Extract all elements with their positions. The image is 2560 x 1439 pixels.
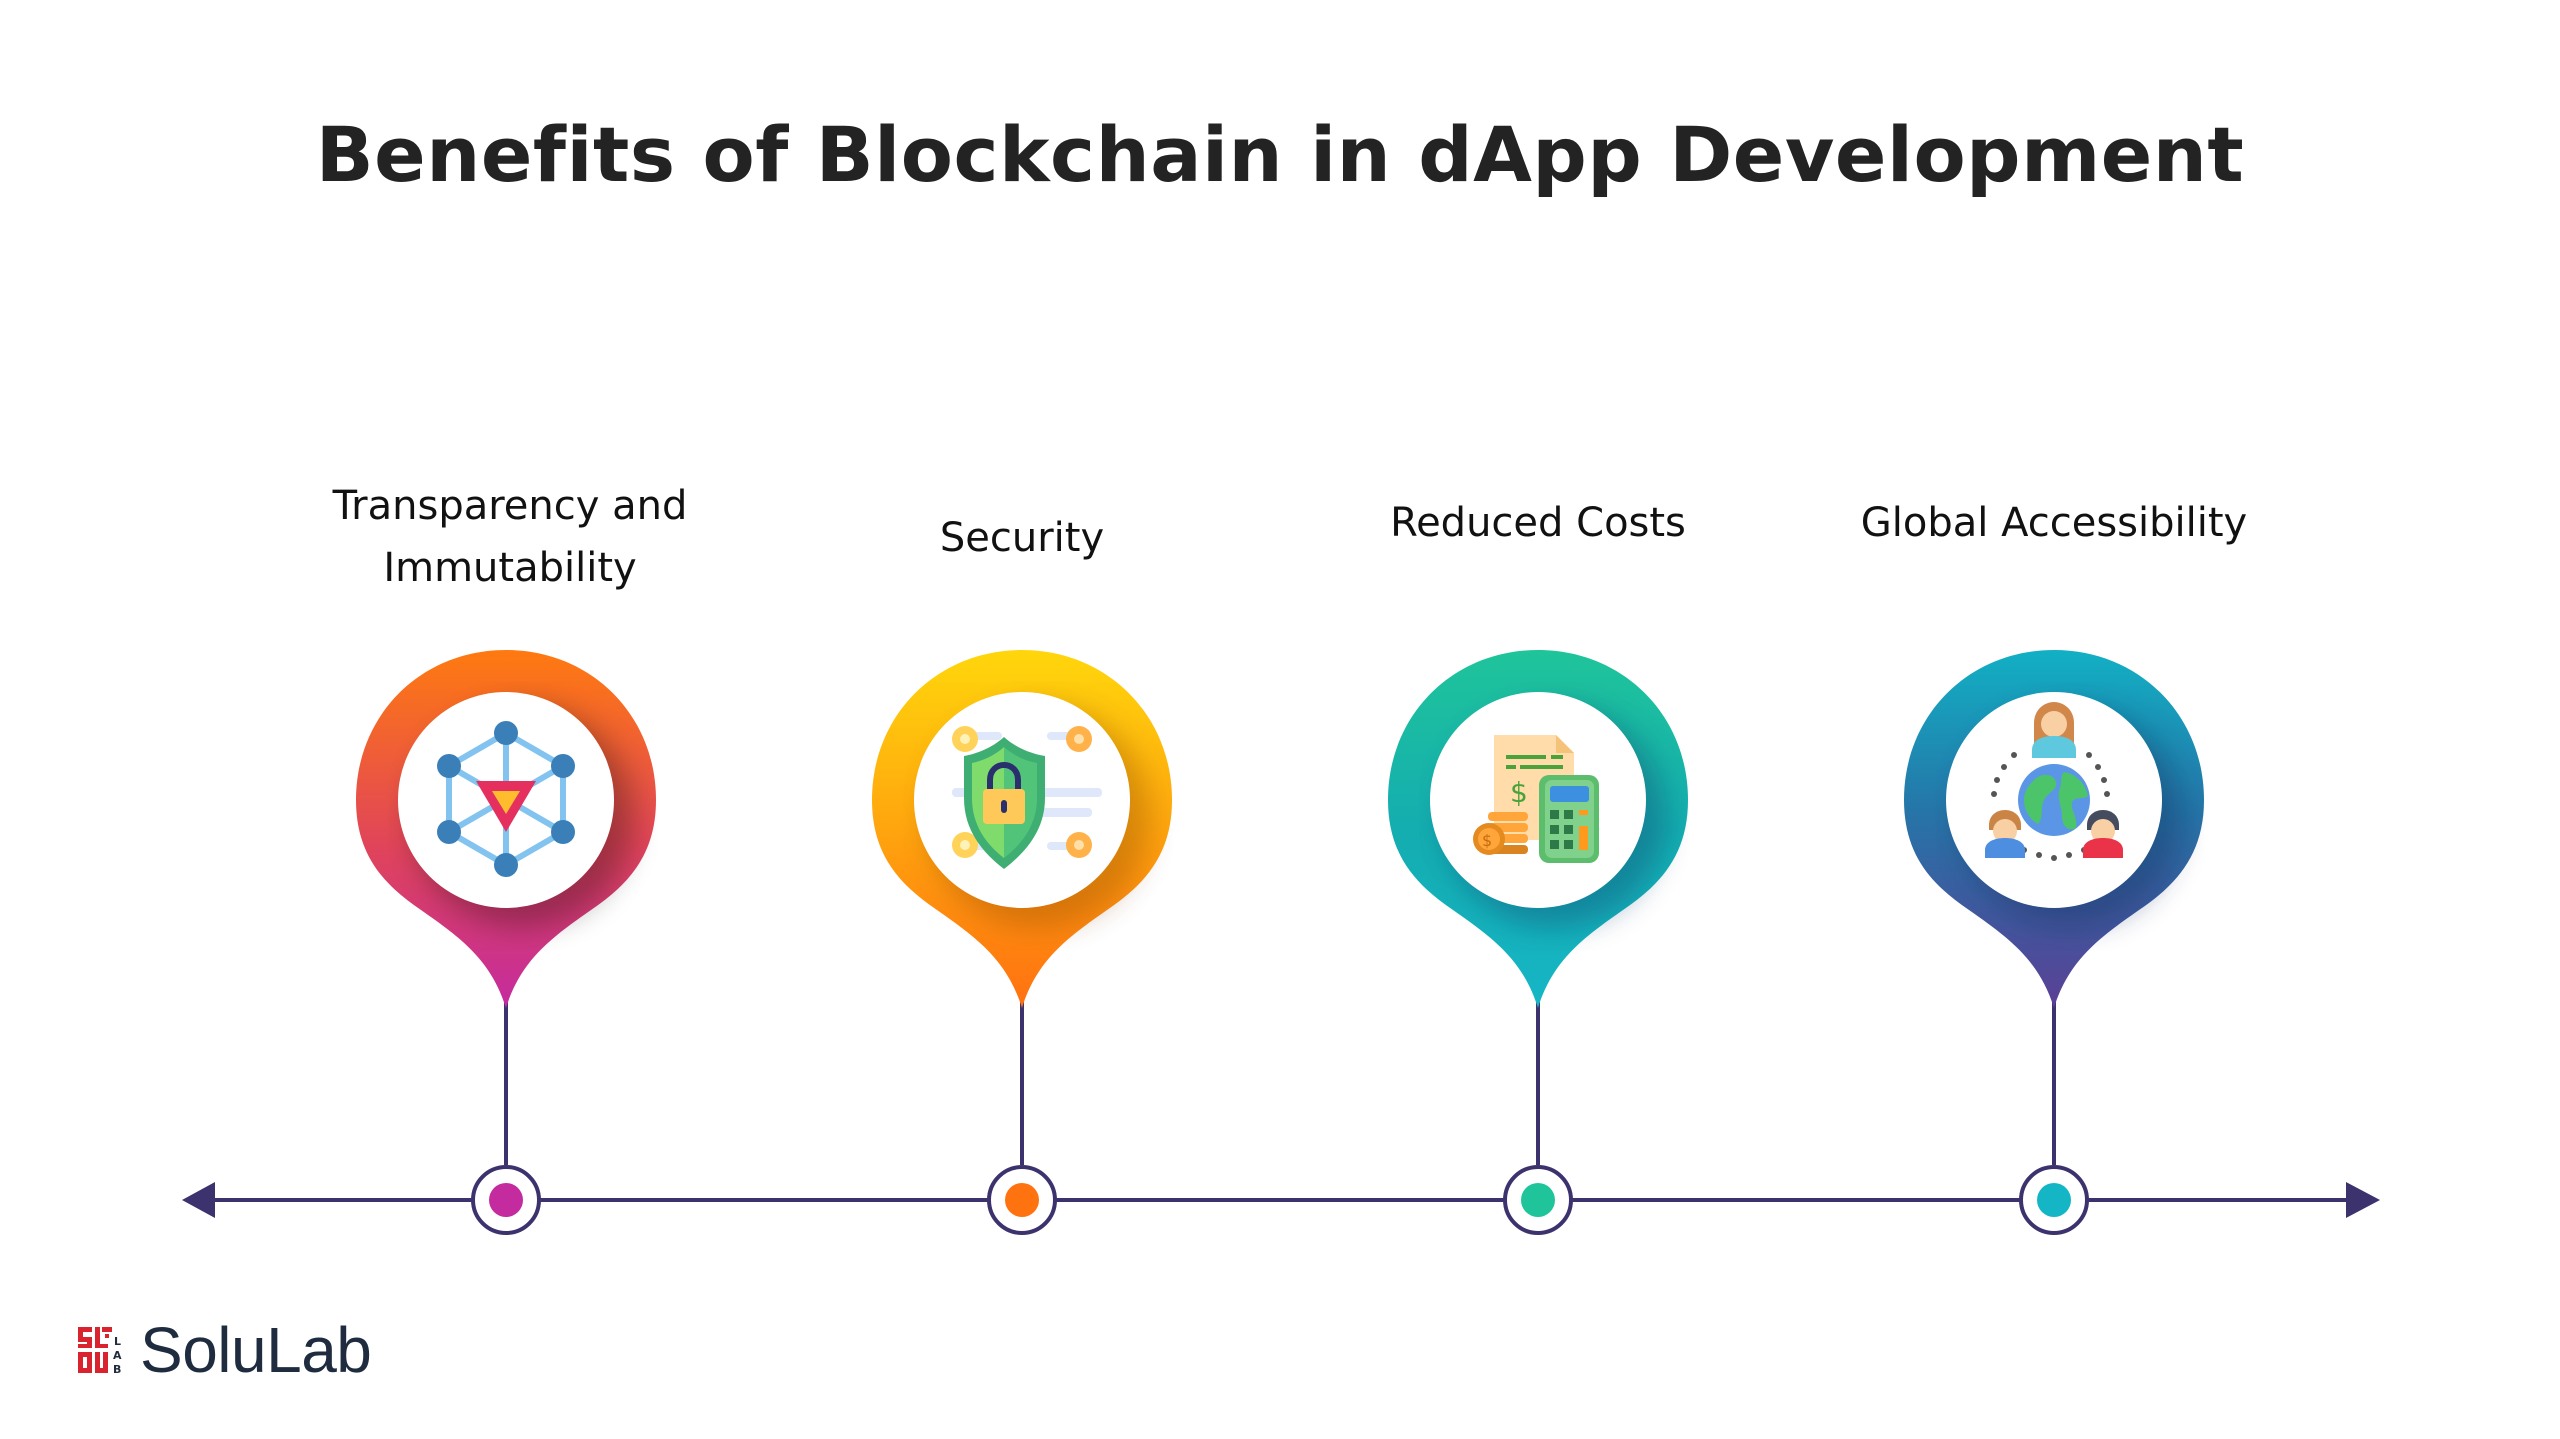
timeline-node-dot [1005,1183,1039,1217]
timeline-left-arrow-icon [182,1182,215,1218]
timeline-node-dot [489,1183,523,1217]
benefit-label-reduced-costs: Reduced Costs [1278,492,1798,554]
svg-text:A: A [113,1349,122,1362]
benefit-label-transparency: Transparency and Immutability [250,475,770,599]
timeline-node-dot [2037,1183,2071,1217]
page-title: Benefits of Blockchain in dApp Developme… [315,110,2245,199]
benefit-label-line1: Transparency and [332,483,688,529]
svg-text:$: $ [1482,831,1492,850]
benefit-label-line1: Security [939,515,1105,561]
solulab-logo-mark-icon: L A B [78,1327,122,1375]
pin-stem [2052,1000,2056,1165]
timeline-node-security [987,1165,1057,1235]
svg-text:B: B [113,1363,121,1375]
shield-lock-icon [952,726,1102,869]
benefit-label-line2: Immutability [383,545,637,591]
svg-text:$: $ [1510,776,1528,809]
benefit-label-global-accessibility: Global Accessibility [1794,492,2314,554]
solulab-logo-text: SoluLab [140,1314,372,1386]
benefit-label-line1: Reduced Costs [1390,500,1686,546]
pin-stem [1020,1000,1024,1165]
timeline-right-arrow-icon [2346,1182,2380,1218]
timeline-node-transparency [471,1165,541,1235]
benefit-pin-global-accessibility [1884,640,2224,1040]
timeline-node-dot [1521,1183,1555,1217]
benefit-pin-security [852,640,1192,1040]
benefit-pin-transparency [336,640,676,1040]
timeline-node-reduced-costs [1503,1165,1573,1235]
pin-stem [1536,1000,1540,1165]
benefit-label-security: Security [762,507,1282,569]
global-people-icon [1985,702,2123,861]
solulab-logo: L A B SoluLab [78,1314,372,1386]
svg-text:L: L [114,1335,121,1348]
timeline-node-global-accessibility [2019,1165,2089,1235]
calculator-coins-icon: $ $ [1473,735,1599,863]
benefit-label-line1: Global Accessibility [1860,500,2248,546]
pin-stem [504,1000,508,1165]
benefit-pin-reduced-costs: $ $ [1368,640,1708,1040]
